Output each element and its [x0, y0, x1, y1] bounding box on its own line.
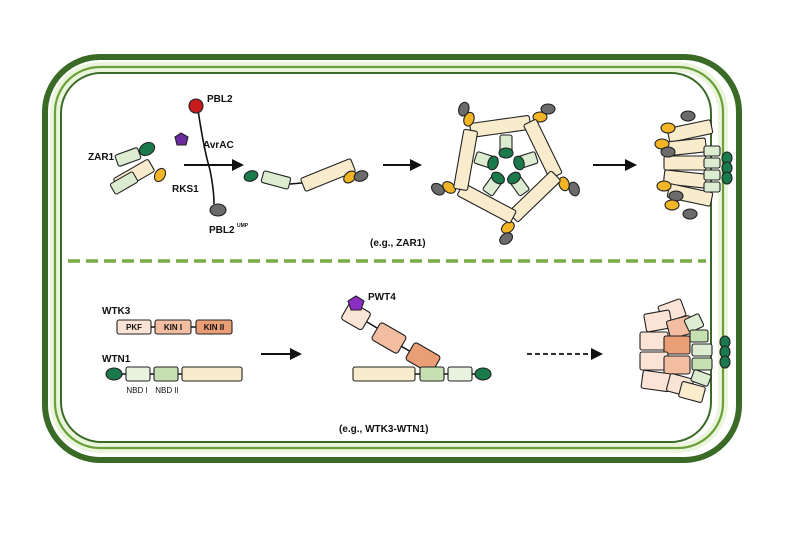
wtk3-pkf-domain	[116, 319, 152, 335]
zar1-resistosome-pinwheel	[430, 101, 580, 245]
zar1-resistosome-side-view	[654, 110, 733, 220]
wtk3-kin1-domain	[154, 319, 192, 335]
nbd2-label: NBD II	[155, 386, 179, 395]
avrac-label: AvrAC	[203, 140, 234, 151]
arrow-bottom-1-head	[290, 348, 302, 360]
kin1-label: KIN I	[164, 323, 182, 332]
wtk3-label: WTK3	[102, 306, 131, 317]
arrow-bottom-2-head	[591, 348, 603, 360]
nbd1-label: NBD I	[126, 386, 147, 395]
pbl2-icon	[188, 98, 204, 114]
wtk3-domain-architecture: PKF KIN I KIN II	[116, 319, 233, 335]
activation-arrow-top-1	[184, 109, 244, 205]
active-wtn1-cc	[474, 367, 492, 381]
arrow-top-3-head	[625, 159, 637, 171]
wtk3-wtn1-oligomer-side-view	[639, 298, 731, 403]
zar1-open-monomer	[243, 158, 369, 192]
avrac-icon	[174, 132, 189, 146]
pbl2-ump-icon	[209, 203, 227, 217]
active-wtn1-nbd1	[447, 366, 473, 382]
wtk3-wtn1-example-caption: (e.g., WTK3-WTN1)	[339, 424, 428, 435]
pbl2-label: PBL2	[207, 94, 233, 105]
zar1-example-caption: (e.g., ZAR1)	[370, 238, 426, 249]
wtn1-nbd2-domain	[153, 366, 179, 382]
active-wtn1-ncc	[352, 366, 416, 382]
active-kin1	[371, 322, 407, 354]
wtn1-label: WTN1	[102, 354, 131, 365]
active-kin2	[405, 342, 441, 374]
active-wtn1-nbd2	[419, 366, 445, 382]
cc-ring	[487, 147, 525, 185]
pwt4-icon	[347, 295, 365, 311]
pbl2ump-label: PBL2	[209, 225, 235, 236]
rks1-label: RKS1	[172, 184, 199, 195]
wtn1-ncc-domain	[181, 366, 243, 382]
zar1-label: ZAR1	[88, 152, 115, 163]
wtk3-kin2-domain	[195, 319, 233, 335]
arrow-top-2-head	[410, 159, 422, 171]
wtn1-nbd1-domain	[125, 366, 151, 382]
pwt4-label: PWT4	[368, 292, 396, 303]
cell-outline	[42, 54, 742, 463]
pkf-label: PKF	[126, 323, 142, 332]
kin2-label: KIN II	[204, 323, 224, 332]
wtn1-cc-domain	[105, 367, 123, 381]
wtn1-domain-architecture: NBD I NBD II	[105, 366, 243, 395]
pbl2ump-superscript: UMP	[237, 223, 249, 229]
pwt4-wtk3-wtn1-complex	[341, 301, 492, 382]
zar1-resting-monomer	[109, 141, 167, 195]
